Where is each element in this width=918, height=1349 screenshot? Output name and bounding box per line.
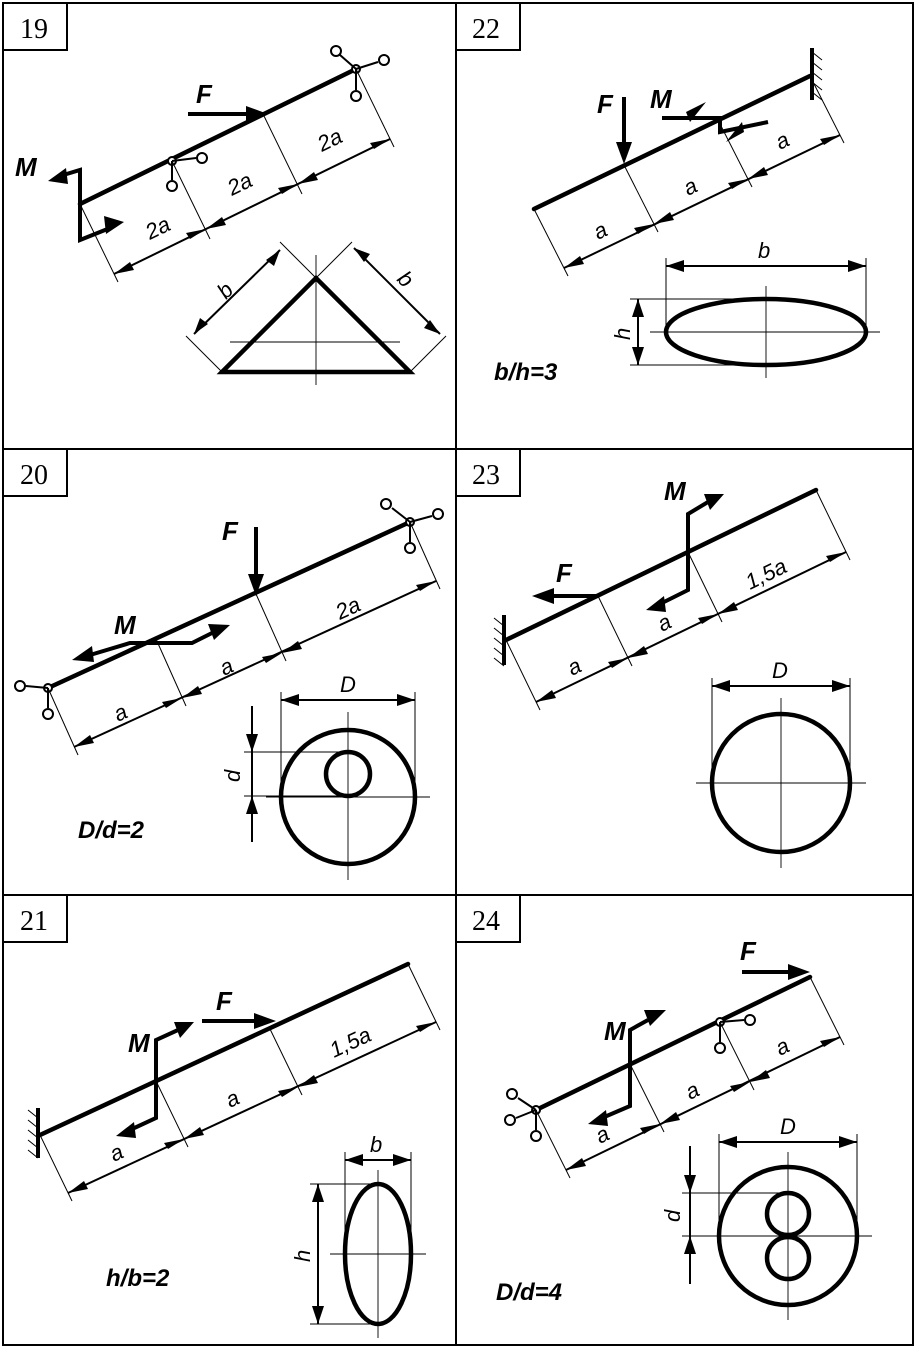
- force-label: F: [196, 79, 213, 109]
- dim-label: a: [216, 653, 238, 681]
- cross-section-triangle: b b: [185, 241, 447, 385]
- pin-support-right: [380, 498, 444, 554]
- panel-number: 22: [472, 14, 500, 45]
- dim-label: a: [106, 1139, 128, 1167]
- dim-label: a: [110, 699, 132, 727]
- fixed-support: [493, 615, 506, 667]
- panel-number: 23: [472, 460, 500, 491]
- moment-label: M: [128, 1028, 151, 1058]
- panel-20: F M a a 2a: [14, 498, 444, 880]
- panel-24: F M a a a: [496, 936, 872, 1320]
- force-load: F: [188, 79, 268, 122]
- ratio-label: b/h=3: [494, 359, 558, 386]
- moment-load: M: [72, 610, 230, 662]
- force-label: F: [740, 936, 757, 966]
- beam: [531, 73, 813, 212]
- dim-label: a: [771, 127, 793, 155]
- panel-number: 21: [20, 906, 48, 937]
- moment-label: M: [15, 152, 38, 182]
- section-dim-label: h: [610, 328, 635, 340]
- panel-22: F M a a a: [494, 48, 880, 386]
- pin-support-left: [14, 680, 54, 720]
- dim-label: a: [591, 1121, 613, 1149]
- roller-support: [714, 1014, 756, 1054]
- cross-section-ellipse: b h: [610, 238, 880, 378]
- section-dim-label: d: [660, 1209, 685, 1222]
- force-load: F: [222, 516, 264, 596]
- section-dim-label: b: [392, 266, 418, 292]
- pin-support: [330, 45, 390, 102]
- moment-load: M: [15, 152, 124, 243]
- force-load: F: [740, 936, 810, 980]
- force-label: F: [556, 558, 573, 588]
- section-dim-label: b: [758, 238, 770, 263]
- dimension-chain: 2a 2a 2a: [79, 68, 395, 283]
- panel-number: 20: [20, 460, 48, 491]
- force-load: F: [532, 558, 597, 604]
- section-dim-label: b: [370, 1132, 382, 1157]
- dim-label: 1,5a: [741, 553, 790, 594]
- panel-number: 19: [20, 14, 48, 45]
- force-label: F: [222, 516, 239, 546]
- beam: [503, 487, 819, 643]
- dim-label: a: [589, 217, 611, 245]
- dim-label: 1,5a: [326, 1022, 375, 1063]
- moment-label: M: [604, 1016, 627, 1046]
- dim-label: 2a: [331, 592, 365, 625]
- dim-label: 2a: [222, 167, 256, 201]
- number-boxes: 19 22 20 23 21 24: [2, 2, 521, 943]
- panel-number: 24: [472, 906, 500, 937]
- force-load: F: [597, 89, 632, 164]
- dim-label: 2a: [140, 211, 174, 245]
- moment-load: M: [646, 476, 724, 612]
- cross-section-circle: D: [696, 658, 866, 868]
- pin-support-left: [504, 1088, 542, 1142]
- moment-load: M: [588, 1010, 666, 1126]
- dimension-chain: a a 1,5a: [505, 489, 851, 711]
- section-dim-label: D: [780, 1114, 796, 1139]
- dim-label: a: [679, 173, 701, 201]
- cross-section-two-holes: D d: [660, 1114, 872, 1320]
- roller-support: [166, 152, 208, 192]
- panel-23: F M a a 1,5a: [493, 476, 866, 868]
- dimension-chain: a a a: [533, 75, 845, 277]
- fixed-support: [27, 1108, 40, 1159]
- dim-label: a: [681, 1077, 703, 1105]
- dim-label: 2a: [312, 123, 346, 157]
- section-dim-label: D: [340, 672, 356, 697]
- moment-label: M: [664, 476, 687, 506]
- ratio-label: h/b=2: [106, 1265, 170, 1292]
- beam: [45, 519, 413, 691]
- fixed-support: [810, 48, 823, 101]
- dim-label: a: [222, 1085, 244, 1113]
- dim-label: a: [653, 609, 675, 637]
- section-dim-label: h: [290, 1250, 315, 1262]
- moment-load: M: [650, 84, 769, 142]
- cross-section-annulus: D d: [220, 672, 430, 880]
- cross-section-ellipse: b h: [290, 1132, 426, 1338]
- beam: [77, 66, 359, 207]
- panel-21: F M a a 1,5a: [27, 961, 441, 1338]
- moment-load: M: [116, 1022, 194, 1138]
- dimension-chain: a a 1,5a: [39, 963, 441, 1202]
- ratio-label: D/d=4: [496, 1279, 562, 1306]
- beam: [533, 974, 813, 1113]
- moment-label: M: [650, 84, 673, 114]
- beam: [37, 961, 411, 1138]
- dimension-chain: a a 2a: [47, 521, 441, 756]
- ratio-label: D/d=2: [78, 817, 145, 844]
- section-dim-label: D: [772, 658, 788, 683]
- force-label: F: [216, 986, 233, 1016]
- dim-label: a: [771, 1033, 793, 1061]
- dim-label: a: [563, 653, 585, 681]
- force-label: F: [597, 89, 614, 119]
- panel-19: M F 2a 2a 2a: [15, 45, 447, 385]
- section-dim-label: b: [212, 277, 238, 303]
- moment-label: M: [114, 610, 137, 640]
- force-load: F: [202, 986, 276, 1029]
- section-dim-label: d: [220, 769, 245, 782]
